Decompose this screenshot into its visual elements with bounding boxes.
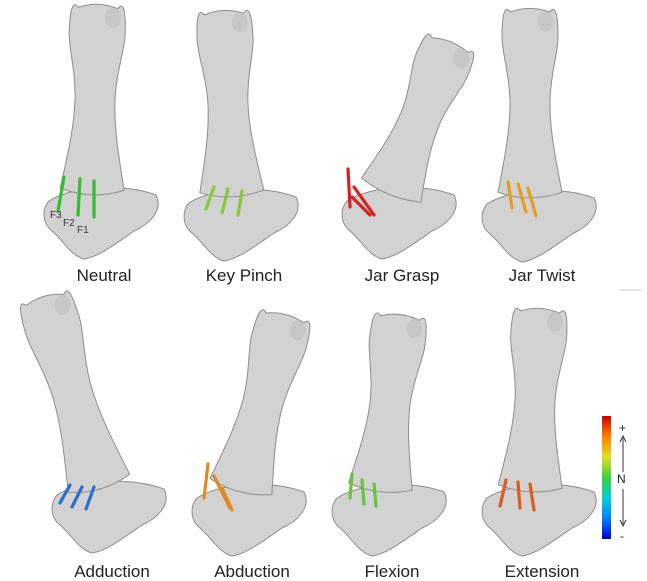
panel-label: Jar Twist — [509, 266, 576, 285]
panel-extension: Extension — [482, 308, 596, 581]
metacarpal-bone — [498, 308, 567, 492]
panel-label: Adduction — [74, 562, 150, 581]
panel-label: Neutral — [77, 266, 132, 285]
metacarpal-head-shade — [55, 295, 71, 315]
metacarpal-head-shade — [537, 11, 553, 31]
metacarpal-bone — [60, 4, 125, 195]
ligament-fiber — [350, 474, 352, 498]
metacarpal-head-shade — [406, 318, 422, 338]
metacarpal-bone — [20, 291, 129, 493]
trapezium-bone — [482, 190, 596, 262]
trapezium-bone — [482, 484, 596, 556]
panel-key-pinch: Key Pinch — [184, 10, 298, 285]
ligament-fiber — [78, 179, 80, 215]
ligament-fiber — [374, 484, 376, 506]
colorbar-mid-label: N — [617, 472, 626, 486]
fiber-label: F1 — [77, 225, 89, 236]
metacarpal-head-shade — [105, 8, 121, 28]
metacarpal-bone — [349, 313, 427, 492]
fiber-label: F3 — [50, 210, 62, 221]
metacarpal-head-shade — [290, 320, 306, 340]
panel-label: Flexion — [365, 562, 420, 581]
colorbar-plus-label: + — [619, 421, 626, 435]
ligament-fiber — [362, 480, 364, 504]
panel-abduction: Abduction — [192, 310, 310, 581]
colorbar-gradient — [602, 416, 611, 539]
panel-jar-twist: Jar Twist — [482, 8, 596, 285]
ligament-fiber — [348, 169, 350, 207]
panel-label: Key Pinch — [206, 266, 283, 285]
panel-adduction: Adduction — [20, 291, 166, 581]
metacarpal-bone — [197, 10, 264, 197]
metacarpal-head-shade — [232, 12, 248, 32]
metacarpal-head-shade — [453, 48, 469, 68]
trapezium-bone — [192, 484, 306, 556]
panel-label: Abduction — [214, 562, 290, 581]
colorbar: + N - — [602, 416, 626, 543]
panel-jar-grasp: Jar Grasp — [342, 34, 474, 285]
metacarpal-head-shade — [547, 312, 563, 332]
colorbar-minus-label: - — [620, 529, 624, 543]
fiber-label: F2 — [63, 218, 75, 229]
panel-flexion: Flexion — [332, 313, 446, 581]
panel-label: Extension — [505, 562, 580, 581]
panel-label: Jar Grasp — [365, 266, 440, 285]
ligament-fiber — [518, 482, 520, 508]
metacarpal-bone — [498, 8, 562, 198]
